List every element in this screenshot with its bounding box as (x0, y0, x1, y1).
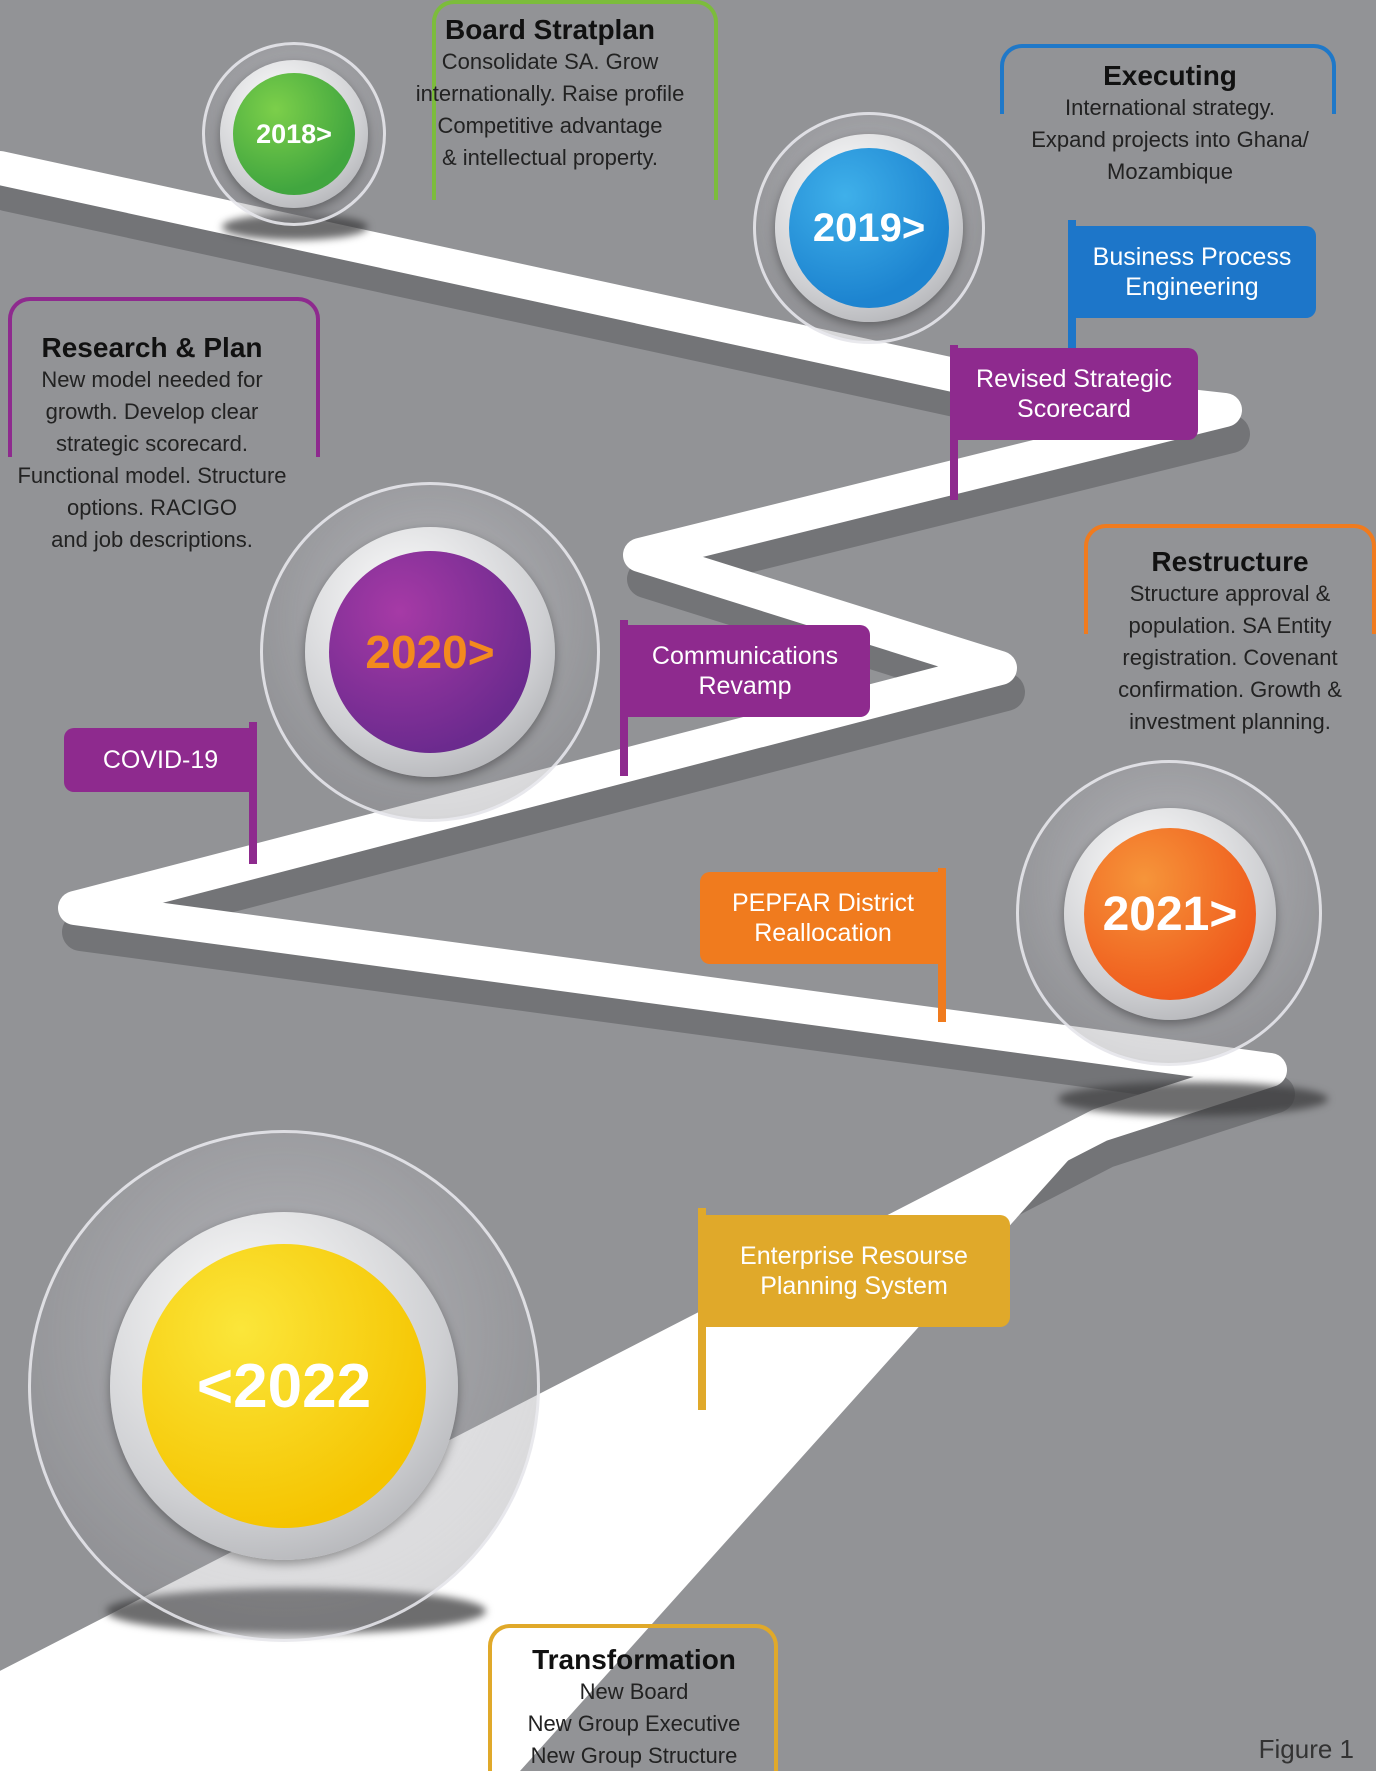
business-process-flag: Business Process Engineering (1068, 226, 1316, 318)
research-plan-line: options. RACIGO (67, 495, 237, 520)
milestone-2022-year-circle: <2022 (142, 1244, 426, 1528)
covid-flag-pole (249, 722, 257, 864)
board-stratplan-title: Board Stratplan (444, 14, 656, 45)
board-stratplan-note: Board Stratplan Consolidate SA. Grow int… (400, 14, 700, 174)
figure-label: Figure 1 (1258, 1734, 1354, 1764)
revised-scorecard-flag-line: Scorecard (1017, 395, 1131, 423)
executing-line: International strategy. (1065, 95, 1275, 120)
research-plan-title: Research & Plan (41, 332, 263, 363)
research-plan-line: Functional model. Structure (17, 463, 287, 488)
restructure-line: Structure approval & (1129, 581, 1331, 606)
research-plan-line: growth. Develop clear (45, 399, 259, 424)
erp-flag-line: Enterprise Resourse (740, 1242, 968, 1270)
board-stratplan-line: internationally. Raise profile (415, 81, 685, 106)
transformation-line: New Board (579, 1679, 689, 1704)
milestone-2019-year-label: 2019> (812, 205, 926, 250)
covid-flag-line: COVID-19 (102, 746, 219, 774)
restructure-line: investment planning. (1129, 709, 1331, 734)
revised-scorecard-flag: Revised Strategic Scorecard (950, 348, 1198, 440)
milestone-2022-year-label: <2022 (196, 1351, 372, 1421)
milestone-2019-year-circle: 2019> (789, 148, 949, 308)
milestone-2020-year-circle: 2020> (329, 551, 531, 753)
restructure-title: Restructure (1151, 546, 1309, 577)
research-plan-line: New model needed for (41, 367, 263, 392)
milestone-2020-year-label: 2020> (365, 626, 495, 678)
erp-flag: Enterprise Resourse Planning System (698, 1215, 1010, 1327)
milestone-2018-year-label: 2018> (256, 118, 332, 149)
transformation-note: Transformation New Board New Group Execu… (494, 1644, 774, 1771)
research-plan-line: strategic scorecard. (56, 431, 248, 456)
executing-frame (1000, 44, 1336, 114)
board-stratplan-line: & intellectual property. (441, 145, 659, 170)
transformation-line: New Group Structure (530, 1743, 738, 1768)
erp-flag-line: Planning System (760, 1272, 948, 1300)
research-plan-line: and job descriptions. (51, 527, 253, 552)
pepfar-flag-line: Reallocation (754, 919, 892, 947)
executing-line: Mozambique (1107, 159, 1233, 184)
business-process-flag-line: Engineering (1125, 273, 1259, 301)
milestone-2021-shadow (1058, 1082, 1328, 1116)
transformation-title: Transformation (532, 1644, 736, 1675)
restructure-line: confirmation. Growth & (1118, 677, 1342, 702)
communications-flag: Communications Revamp (620, 625, 870, 717)
transformation-frame (488, 1624, 778, 1771)
board-stratplan-line: Consolidate SA. Grow (441, 49, 659, 74)
milestone-2021-year-label: 2021> (1102, 887, 1238, 941)
business-process-flag-line: Business Process (1092, 243, 1292, 271)
executing-note: Executing International strategy. Expand… (1010, 60, 1330, 188)
communications-flag-line: Communications (651, 642, 839, 670)
restructure-line: population. SA Entity (1128, 613, 1332, 638)
research-plan-note: Research & Plan New model needed for gro… (0, 332, 304, 556)
covid-flag: COVID-19 (64, 728, 257, 792)
communications-flag-line: Revamp (698, 672, 792, 700)
pepfar-flag-line: PEPFAR District (732, 889, 914, 917)
restructure-line: registration. Covenant (1122, 645, 1338, 670)
restructure-frame (1084, 524, 1376, 634)
revised-scorecard-flag-line: Revised Strategic (976, 365, 1172, 393)
board-stratplan-line: Competitive advantage (437, 113, 663, 138)
restructure-note: Restructure Structure approval & populat… (1090, 546, 1370, 738)
board-stratplan-frame (432, 0, 718, 200)
research-plan-frame (8, 297, 320, 457)
milestone-2021-year-circle: 2021> (1084, 828, 1256, 1000)
milestone-2018-year-circle: 2018> (233, 73, 355, 195)
transformation-line: New Group Executive (527, 1711, 741, 1736)
pepfar-flag: PEPFAR District Reallocation (700, 872, 946, 964)
executing-line: Expand projects into Ghana/ (1031, 127, 1309, 152)
executing-title: Executing (1103, 60, 1237, 91)
